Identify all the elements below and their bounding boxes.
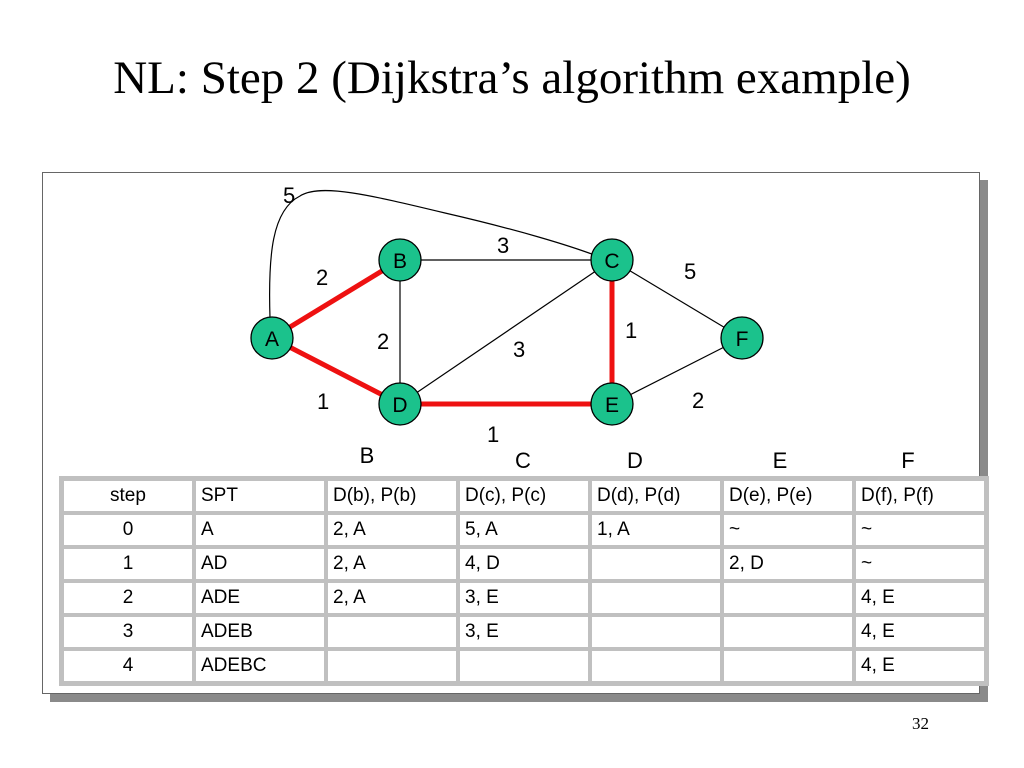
table-cell: 3 [62, 615, 194, 649]
edge-weight-b-d: 2 [377, 329, 389, 354]
column-letter-b: B [360, 443, 375, 468]
node-f: F [720, 316, 764, 360]
table-cell [458, 649, 590, 683]
header-cell: D(e), P(e) [722, 479, 854, 513]
table-cell: 1, A [590, 513, 722, 547]
edge-c-f [611, 259, 743, 339]
table-cell [590, 649, 722, 683]
table-cell: 3, E [458, 581, 590, 615]
table-cell: ~ [722, 513, 854, 547]
edge-a-d [270, 335, 402, 407]
table-cell: 4, E [854, 615, 986, 649]
node-b-circle [378, 238, 422, 282]
table-cell: 5, A [458, 513, 590, 547]
table-cell [722, 649, 854, 683]
table-cell: 2, A [326, 547, 458, 581]
node-c: C [590, 238, 634, 282]
edge-weight-c-f: 5 [684, 259, 696, 284]
header-cell: D(d), P(d) [590, 479, 722, 513]
dijkstra-table: step SPT D(b), P(b) D(c), P(c) D(d), P(d… [59, 476, 989, 686]
table-cell: 4, E [854, 581, 986, 615]
node-b-label: B [393, 250, 407, 273]
node-a-circle [250, 316, 294, 360]
table-row: 0 A 2, A 5, A 1, A ~ ~ [62, 513, 986, 547]
edge-a-c [268, 189, 613, 319]
header-cell: D(f), P(f) [854, 479, 986, 513]
table-row: 4 ADEBC 4, E [62, 649, 986, 683]
header-cell: D(b), P(b) [326, 479, 458, 513]
node-c-circle [590, 238, 634, 282]
edge-weight-a-c: 5 [283, 183, 295, 208]
node-f-circle [720, 316, 764, 360]
node-e: E [590, 382, 634, 426]
table-cell: 2, A [326, 513, 458, 547]
header-cell: D(c), P(c) [458, 479, 590, 513]
node-d-label: D [392, 394, 407, 417]
node-d: D [378, 382, 422, 426]
page-number: 32 [912, 714, 929, 733]
column-letter-f: F [901, 448, 914, 473]
header-cell: step [62, 479, 194, 513]
node-d-circle [378, 382, 422, 426]
table-cell [590, 581, 722, 615]
node-b: B [378, 238, 422, 282]
column-letter-e: E [773, 448, 788, 473]
node-a: A [250, 316, 294, 360]
table-cell: 4, E [854, 649, 986, 683]
table-row: 1 AD 2, A 4, D 2, D ~ [62, 547, 986, 581]
node-a-label: A [265, 328, 279, 351]
table-cell [590, 547, 722, 581]
column-letter-d: D [627, 448, 643, 473]
edge-weight-c-e: 1 [625, 318, 637, 343]
table-cell: ~ [854, 547, 986, 581]
table-cell: 2, A [326, 581, 458, 615]
table-cell [326, 615, 458, 649]
table-cell [722, 615, 854, 649]
edge-e-f [611, 337, 743, 405]
node-c-label: C [604, 250, 619, 273]
edge-weight-a-d: 1 [317, 389, 329, 414]
table-cell: ADEB [194, 615, 326, 649]
edge-weight-d-c: 3 [513, 337, 525, 362]
edge-weight-b-c: 3 [497, 233, 509, 258]
table-row: 2 ADE 2, A 3, E 4, E [62, 581, 986, 615]
table-cell [590, 615, 722, 649]
table-cell: ADE [194, 581, 326, 615]
table-header-row: step SPT D(b), P(b) D(c), P(c) D(d), P(d… [62, 479, 986, 513]
table-cell: 2 [62, 581, 194, 615]
table-cell: 0 [62, 513, 194, 547]
edge-weight-d-e: 1 [487, 422, 499, 447]
table-cell [326, 649, 458, 683]
edge-d-c [399, 259, 613, 405]
header-cell: SPT [194, 479, 326, 513]
table-cell: 3, E [458, 615, 590, 649]
edge-weight-e-f: 2 [692, 388, 704, 413]
node-e-circle [590, 382, 634, 426]
table-cell: ~ [854, 513, 986, 547]
table-cell: 4, D [458, 547, 590, 581]
node-f-label: F [736, 328, 749, 351]
table-cell [722, 581, 854, 615]
table-row: 3 ADEB 3, E 4, E [62, 615, 986, 649]
table-cell: 1 [62, 547, 194, 581]
slide-title: NL: Step 2 (Dijkstra’s algorithm example… [113, 52, 911, 104]
table-cell: A [194, 513, 326, 547]
edge-a-b [270, 257, 402, 341]
table-cell: 4 [62, 649, 194, 683]
node-e-label: E [605, 394, 619, 417]
table-cell: ADEBC [194, 649, 326, 683]
table-cell: 2, D [722, 547, 854, 581]
edge-weight-a-b: 2 [316, 265, 328, 290]
column-letter-c: C [515, 448, 531, 473]
table-cell: AD [194, 547, 326, 581]
